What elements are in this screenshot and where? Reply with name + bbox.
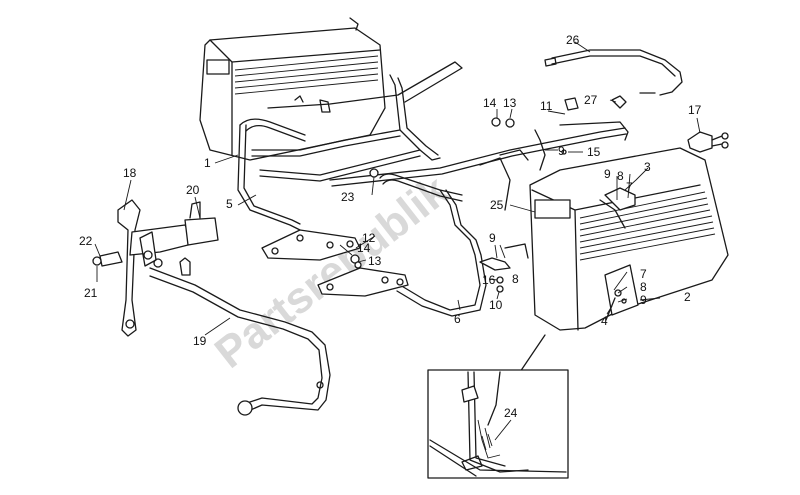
callout-16: 16 [482, 273, 496, 287]
callout-23: 23 [341, 190, 355, 204]
callout-10: 10 [489, 298, 503, 312]
cable-and-lock-drawing [544, 49, 729, 153]
callout-17: 17 [688, 103, 702, 117]
leader-lines [94, 41, 701, 441]
callout-8c: 8 [640, 280, 647, 294]
callout-4: 4 [601, 314, 608, 328]
right-case-drawing [529, 147, 729, 331]
callout-25: 25 [490, 198, 504, 212]
callout-7a: 7 [626, 180, 633, 194]
callout-13a: 13 [503, 96, 517, 110]
callout-14b: 14 [357, 241, 371, 255]
callout-22: 22 [79, 234, 93, 248]
left-case-drawing [199, 17, 386, 161]
callout-9d: 9 [640, 293, 647, 307]
callout-6: 6 [454, 312, 461, 326]
callout-26: 26 [566, 33, 580, 47]
left-rack-frame-drawing [237, 61, 463, 231]
callout-9a: 9 [558, 144, 565, 158]
watermark-text: Partsrepublik [206, 166, 458, 378]
callout-8a: 8 [617, 169, 624, 183]
callout-24: 24 [504, 406, 518, 420]
callout-14a: 14 [483, 96, 497, 110]
callout-18: 18 [123, 166, 137, 180]
callout-1: 1 [204, 156, 211, 170]
callout-labels: 1 2 3 4 5 6 7 7 8 8 8 9 9 9 9 10 11 12 1… [79, 33, 702, 420]
callout-13b: 13 [368, 254, 382, 268]
callout-11: 11 [540, 99, 553, 113]
callout-12: 12 [362, 231, 376, 245]
hardware-drawing [350, 117, 567, 293]
callout-9b: 9 [604, 167, 611, 181]
mounting-plate-drawing [261, 229, 409, 297]
left-bracket-drawing [92, 199, 219, 337]
callout-19: 19 [193, 334, 207, 348]
callout-20: 20 [186, 183, 200, 197]
callout-9c: 9 [489, 231, 496, 245]
callout-5: 5 [226, 197, 233, 211]
callout-7b: 7 [640, 267, 647, 281]
callout-8b: 8 [512, 272, 519, 286]
callout-27: 27 [584, 93, 598, 107]
callout-3: 3 [644, 160, 651, 174]
inset-detail-drawing [427, 334, 569, 479]
callout-15: 15 [587, 145, 601, 159]
crash-bar-drawing [149, 267, 331, 416]
right-rack-frame-drawing [329, 121, 629, 317]
callout-2: 2 [684, 290, 691, 304]
callout-21: 21 [84, 286, 98, 300]
